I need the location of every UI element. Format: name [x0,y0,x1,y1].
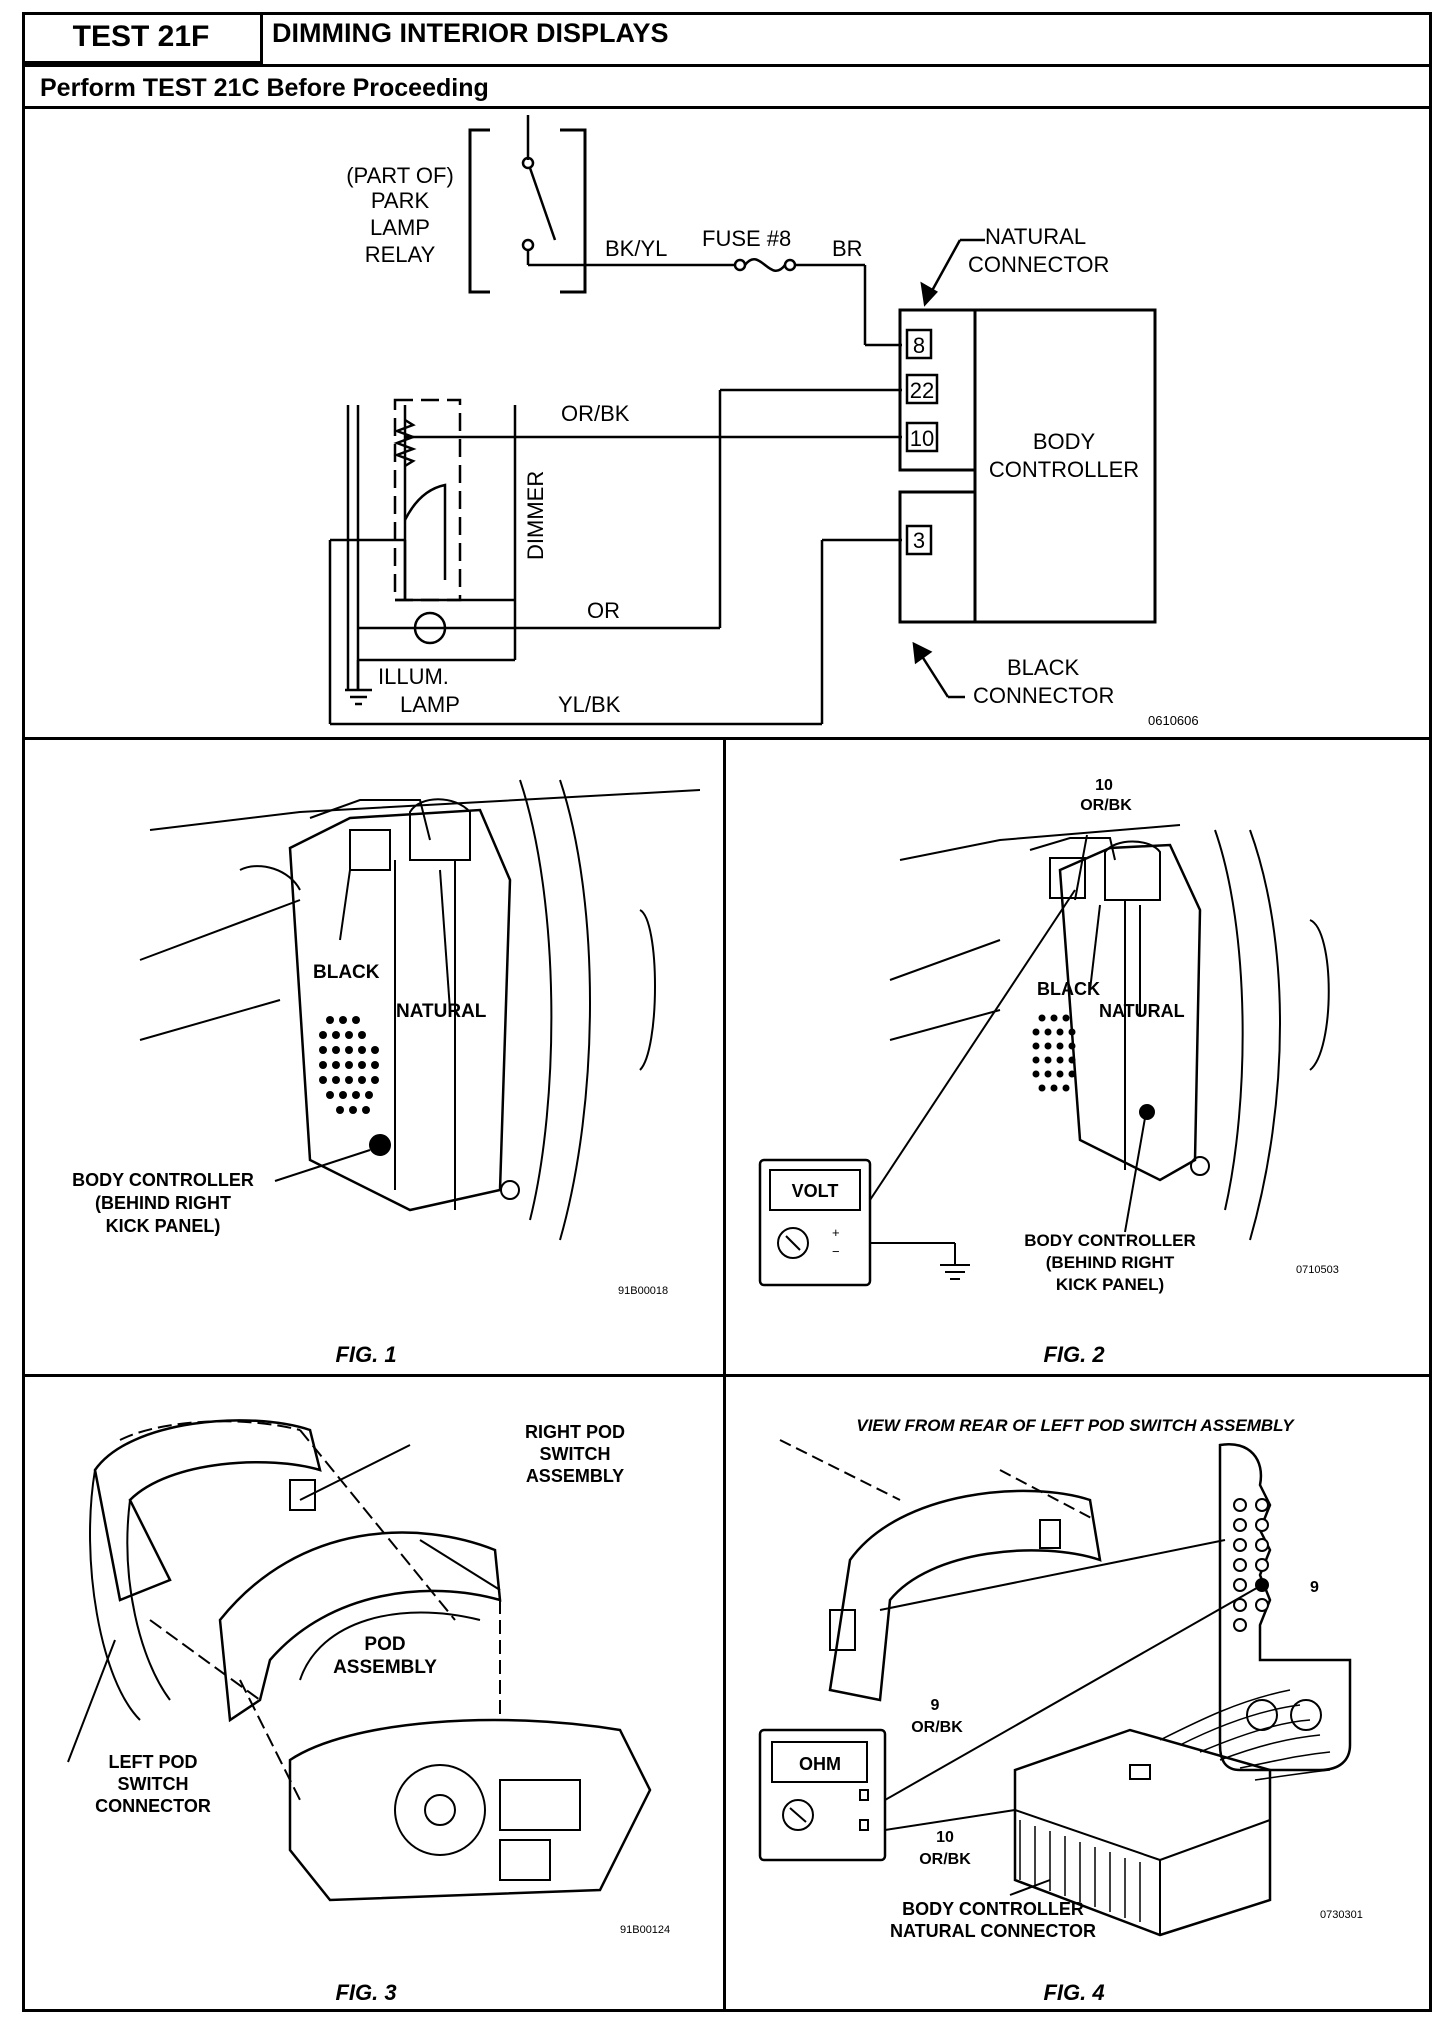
pin-10-label: 10 [910,426,934,451]
wire-br-label: BR [832,236,863,261]
fig3-left-pod-2: SWITCH [118,1774,189,1794]
fig3-right-pod-3: ASSEMBLY [526,1466,624,1486]
fig2-illustration [758,824,1330,1287]
fig1-callout-3: KICK PANEL) [106,1216,221,1236]
fig4-pin-circles [1233,1498,1269,1632]
fig3-pod-2: ASSEMBLY [333,1657,437,1678]
fig4-wire9-1: 9 [931,1697,940,1714]
vent-grille-dots [319,1016,379,1114]
black-connector-label-2: CONNECTOR [973,683,1114,708]
fig3-caption: FIG. 3 [335,1980,396,2005]
illum-label-2: LAMP [400,692,460,717]
schematic-divider [22,737,1432,740]
fig1-labels: BLACK NATURAL BODY CONTROLLER (BEHIND RI… [72,962,668,1367]
fig1-black-label: BLACK [313,962,380,983]
pin-8-label: 8 [913,333,925,358]
pin-3-label: 3 [913,528,925,553]
fig3-left-pod-3: CONNECTOR [95,1796,211,1816]
fig2-meter-minus: − [832,1244,840,1259]
fig2-callout-3: KICK PANEL) [1056,1275,1164,1294]
fig2-vent-dots [1032,1014,1076,1092]
fig2-pin-label-2: OR/BK [1080,797,1132,814]
body-controller-label-2: CONTROLLER [989,457,1139,482]
fig2-meter-plus: + [832,1225,840,1240]
fig2-natural-label: NATURAL [1099,1001,1185,1021]
test-title: DIMMING INTERIOR DISPLAYS [272,18,669,48]
fig2-caption: FIG. 2 [1043,1342,1105,1367]
fig4-pin-9-label: 9 [1310,1579,1319,1596]
natural-connector-label-1: NATURAL [985,224,1086,249]
illum-label-1: ILLUM. [378,664,449,689]
header-divider [22,64,1432,67]
wire-ylbk-label: YL/BK [558,692,621,717]
fig1-caption: FIG. 1 [335,1342,396,1367]
test-id: TEST 21F [22,12,263,64]
test-subtitle: Perform TEST 21C Before Proceeding [40,74,489,102]
subtitle-divider [22,106,1432,109]
relay-label-4: RELAY [365,242,436,267]
fig1-callout-1: BODY CONTROLLER [72,1170,254,1190]
fig4-wire9-2: OR/BK [911,1719,963,1736]
fig2-callout-1: BODY CONTROLLER [1024,1231,1196,1250]
wire-bkyl-label: BK/YL [605,236,667,261]
pin-22-label: 22 [910,378,934,403]
wire-or-label: OR [587,598,620,623]
fig4-labels: VIEW FROM REAR OF LEFT POD SWITCH ASSEMB… [799,1416,1363,2005]
fig3-right-pod-1: RIGHT POD [525,1422,625,1442]
page-frame [22,12,1432,2012]
fig3-right-pod-2: SWITCH [540,1444,611,1464]
fig2-black-label: BLACK [1037,979,1100,999]
black-connector-label-1: BLACK [1007,655,1079,680]
fig4-illustration [758,1439,1352,1937]
wiring-schematic [328,115,1157,726]
relay-label-2: PARK [371,188,430,213]
wire-orbk-label: OR/BK [561,401,630,426]
row-divider [22,1374,1432,1377]
fig1-natural-label: NATURAL [396,1001,487,1022]
fig4-meter-label: OHM [799,1754,841,1774]
natural-connector-label-2: CONNECTOR [968,252,1109,277]
relay-label-3: LAMP [370,215,430,240]
relay-label-1: (PART OF) [346,163,454,188]
schematic-code: 0610606 [1148,713,1199,728]
fig2-meter-label: VOLT [792,1181,839,1201]
fig4-callout-1: BODY CONTROLLER [902,1899,1084,1919]
fuse-label: FUSE #8 [702,226,791,251]
fig4-callout-2: NATURAL CONNECTOR [890,1921,1096,1941]
fig3-left-pod-1: LEFT POD [109,1752,198,1772]
fig2-code: 0710503 [1296,1264,1339,1276]
fig2-callout-2: (BEHIND RIGHT [1046,1253,1175,1272]
fig2-pin-label-1: 10 [1095,777,1113,794]
body-controller-label-1: BODY [1033,429,1096,454]
fig1-callout-2: (BEHIND RIGHT [95,1193,231,1213]
fig3-illustration [67,1419,652,1902]
fig4-caption: FIG. 4 [1043,1980,1104,2005]
fig2-labels: 10 OR/BK BLACK NATURAL VOLT + − BODY CON… [792,777,1339,1367]
fig3-labels: RIGHT POD SWITCH ASSEMBLY POD ASSEMBLY L… [95,1422,670,2005]
fig3-pod-1: POD [364,1634,405,1655]
fig1-code: 91B00018 [618,1285,668,1297]
fig4-connector-teeth [1019,1820,1141,1922]
fig4-view-title: VIEW FROM REAR OF LEFT POD SWITCH ASSEMB… [856,1416,1295,1435]
fig3-code: 91B00124 [620,1924,670,1936]
schematic-labels: (PART OF) PARK LAMP RELAY BK/YL FUSE #8 … [346,163,1198,728]
column-divider [723,737,726,2012]
dimmer-label: DIMMER [523,471,548,560]
fig4-code: 0730301 [1320,1909,1363,1921]
fig1-illustration [139,779,701,1241]
fig4-wire10-1: 10 [936,1829,954,1846]
fig4-wire10-2: OR/BK [919,1851,971,1868]
